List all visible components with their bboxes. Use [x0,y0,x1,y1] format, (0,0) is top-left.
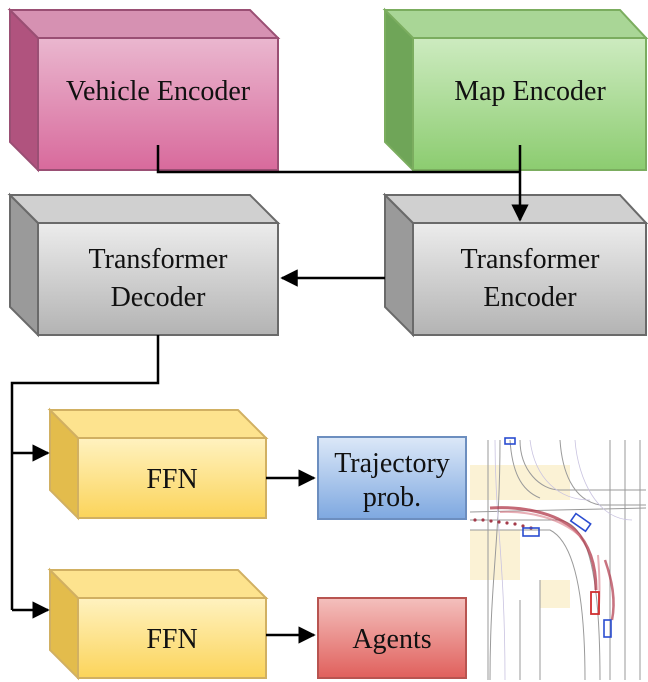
driving-scene-map-icon [469,435,647,681]
vehicle-encoder-block: Vehicle Encoder [7,7,281,173]
ffn-bottom-label: FFN [146,624,197,655]
transformer-encoder-label-line1: Transformer [461,244,601,275]
trajectory-prob-label-line2: prob. [363,482,421,513]
ffn-top-label: FFN [146,464,197,495]
trajectory-prob-output: Trajectory prob. [317,436,467,520]
vehicle-to-encoder-line [156,145,520,174]
ffn-bottom-block: FFN [47,567,269,681]
transformer-encoder-block: Transformer Encoder [382,192,648,338]
transformer-decoder-label-line2: Decoder [111,282,207,313]
connectors [10,145,529,644]
agents-label: Agents [352,624,431,655]
ffn-top-block: FFN [47,407,269,521]
map-encoder-block: Map Encoder [382,7,648,173]
transformer-decoder-block: Transformer Decoder [7,192,281,338]
transformer-decoder-label-line1: Transformer [89,244,229,275]
decoder-branch-line [10,335,160,610]
transformer-encoder-label-line2: Encoder [483,282,577,313]
map-encoder-label: Map Encoder [454,76,606,107]
vehicle-encoder-label: Vehicle Encoder [66,76,251,107]
agents-output: Agents [317,597,467,679]
trajectory-prob-label-line1: Trajectory [334,448,450,479]
